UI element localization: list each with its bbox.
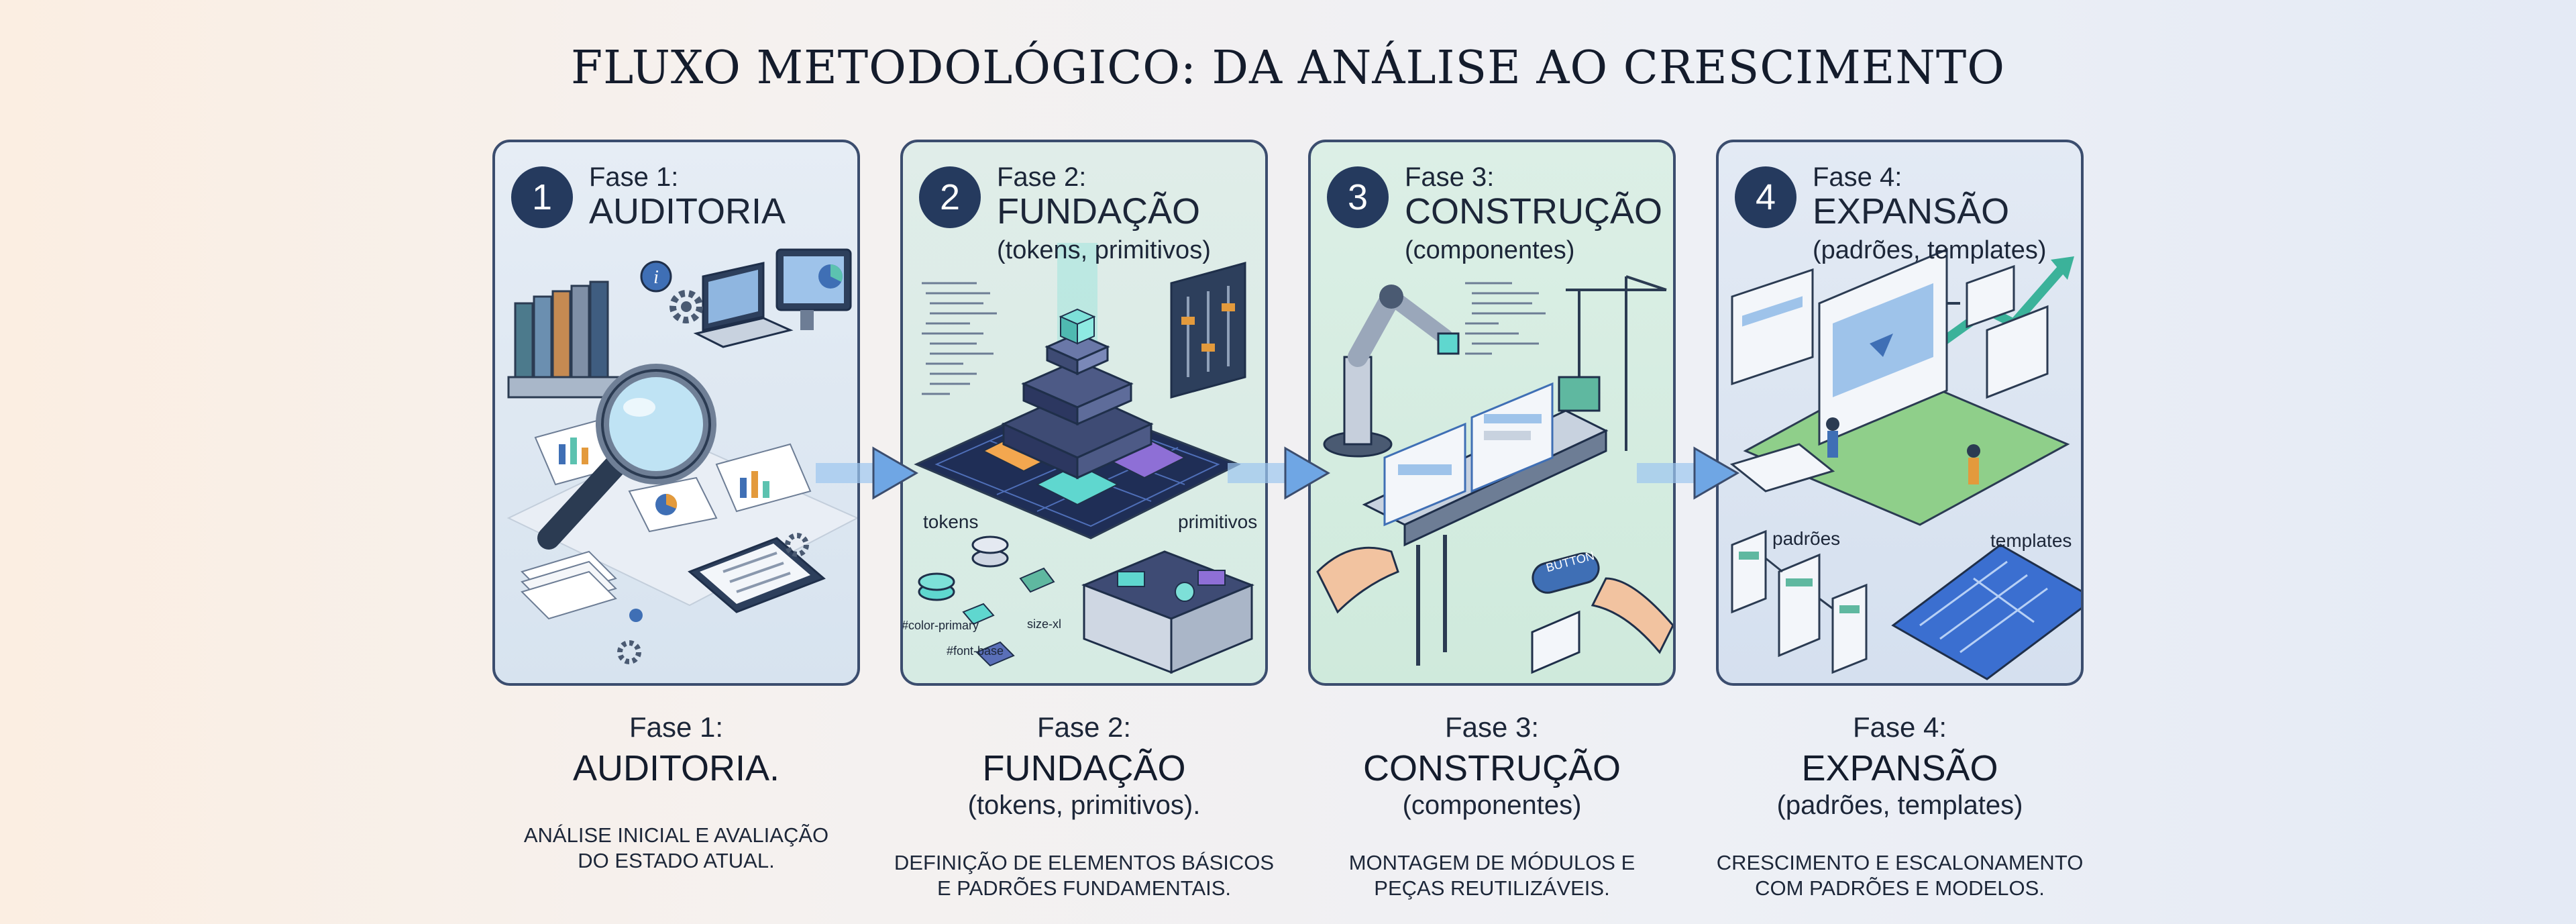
caption-subtitle: (padrões, templates)	[1776, 790, 2023, 820]
caption-description: ANÁLISE INICIAL E AVALIAÇÃO DO ESTADO AT…	[523, 823, 829, 872]
phase-label: Fase 1:	[589, 162, 679, 192]
caption-description: CRESCIMENTO E ESCALONAMENTO COM PADRÕES …	[1716, 851, 2084, 900]
caption-name: CONSTRUÇÃO	[1362, 748, 1621, 788]
info-icon: i	[640, 260, 672, 293]
phase-subtitle: (padrões, templates)	[1813, 236, 2047, 264]
phase-card-construcao: 3 Fase 3: CONSTRUÇÃO (componentes) BUTTO…	[1308, 140, 1676, 686]
growth-arrow-icon	[1937, 256, 2074, 348]
phase-name: AUDITORIA	[589, 191, 786, 232]
phase-caption-construcao: Fase 3: CONSTRUÇÃO (componentes) MONTAGE…	[1284, 711, 1700, 901]
phase-number-badge: 1	[511, 166, 573, 228]
phase-card-fundacao: 2 Fase 2: FUNDAÇÃO (tokens, primitivos) …	[900, 140, 1268, 686]
caption-name: FUNDAÇÃO	[982, 748, 1186, 788]
auditoria-illustration: i	[506, 248, 857, 664]
expansao-illustration	[1729, 248, 2081, 680]
caption-label: Fase 4:	[1852, 711, 1947, 743]
phase-caption-expansao: Fase 4: EXPANSÃO (padrões, templates) CR…	[1692, 711, 2108, 901]
phase-card-auditoria: i	[492, 140, 860, 686]
phase-caption-fundacao: Fase 2: FUNDAÇÃO (tokens, primitivos). D…	[876, 711, 1292, 901]
phase-name: CONSTRUÇÃO	[1405, 191, 1663, 232]
phase-name: EXPANSÃO	[1813, 191, 2010, 232]
flow-arrow-2	[1228, 446, 1330, 500]
phase-subtitle: (componentes)	[1405, 236, 1575, 264]
caption-subtitle: (componentes)	[1402, 790, 1582, 820]
gear-icon	[669, 290, 703, 323]
magnifier-icon	[537, 364, 716, 550]
flow-arrow-3	[1637, 446, 1739, 500]
color-token-label: #color-primary	[902, 619, 979, 632]
phase-caption-auditoria: Fase 1: AUDITORIA. ANÁLISE INICIAL E AVA…	[468, 711, 884, 874]
caption-description: MONTAGEM DE MÓDULOS E PEÇAS REUTILIZÁVEI…	[1348, 851, 1635, 900]
crane-icon	[1566, 275, 1667, 451]
tokens-label: tokens	[923, 511, 979, 532]
phase-number-badge: 3	[1327, 166, 1389, 228]
caption-name: EXPANSÃO	[1801, 748, 1998, 788]
svg-text:i: i	[653, 267, 659, 288]
phase-label: Fase 2:	[997, 162, 1087, 192]
phase-number-badge: 2	[919, 166, 981, 228]
phase-card-expansao: 4 Fase 4: EXPANSÃO (padrões, templates) …	[1716, 140, 2084, 686]
monitor-icon	[775, 248, 852, 330]
page-title: FLUXO METODOLÓGICO: DA ANÁLISE AO CRESCI…	[570, 42, 2006, 95]
binder-icon	[507, 280, 624, 399]
caption-label: Fase 3:	[1444, 711, 1540, 743]
caption-label: Fase 1:	[629, 711, 724, 743]
cube-stack-icon	[981, 308, 1187, 506]
templates-label: templates	[1990, 530, 2072, 551]
caption-subtitle: (tokens, primitivos).	[967, 790, 1201, 820]
flow-arrow-1	[816, 446, 918, 500]
primitivos-label: primitivos	[1178, 511, 1258, 532]
blueprint-icon	[1891, 544, 2081, 680]
phase-subtitle: (tokens, primitivos)	[997, 236, 1211, 264]
clipboard-icon	[688, 537, 826, 613]
padroes-label: padrões	[1772, 528, 1841, 549]
construcao-illustration	[1316, 275, 1673, 674]
laptop-icon	[693, 262, 794, 348]
caption-description: DEFINIÇÃO DE ELEMENTOS BÁSICOS E PADRÕES…	[894, 851, 1275, 900]
robot-arm-icon	[1323, 285, 1460, 458]
fundacao-illustration	[914, 243, 1255, 674]
flow-arrow-icon	[1731, 529, 1868, 674]
caption-label: Fase 2:	[1036, 711, 1132, 743]
phase-name: FUNDAÇÃO	[997, 191, 1201, 232]
phase-number-badge: 4	[1735, 166, 1796, 228]
phase-label: Fase 4:	[1813, 162, 1902, 192]
caption-name: AUDITORIA.	[572, 748, 780, 788]
size-token-label: size-xl	[1027, 617, 1062, 631]
phase-label: Fase 3:	[1405, 162, 1495, 192]
font-token-label: #font-base	[947, 644, 1004, 658]
